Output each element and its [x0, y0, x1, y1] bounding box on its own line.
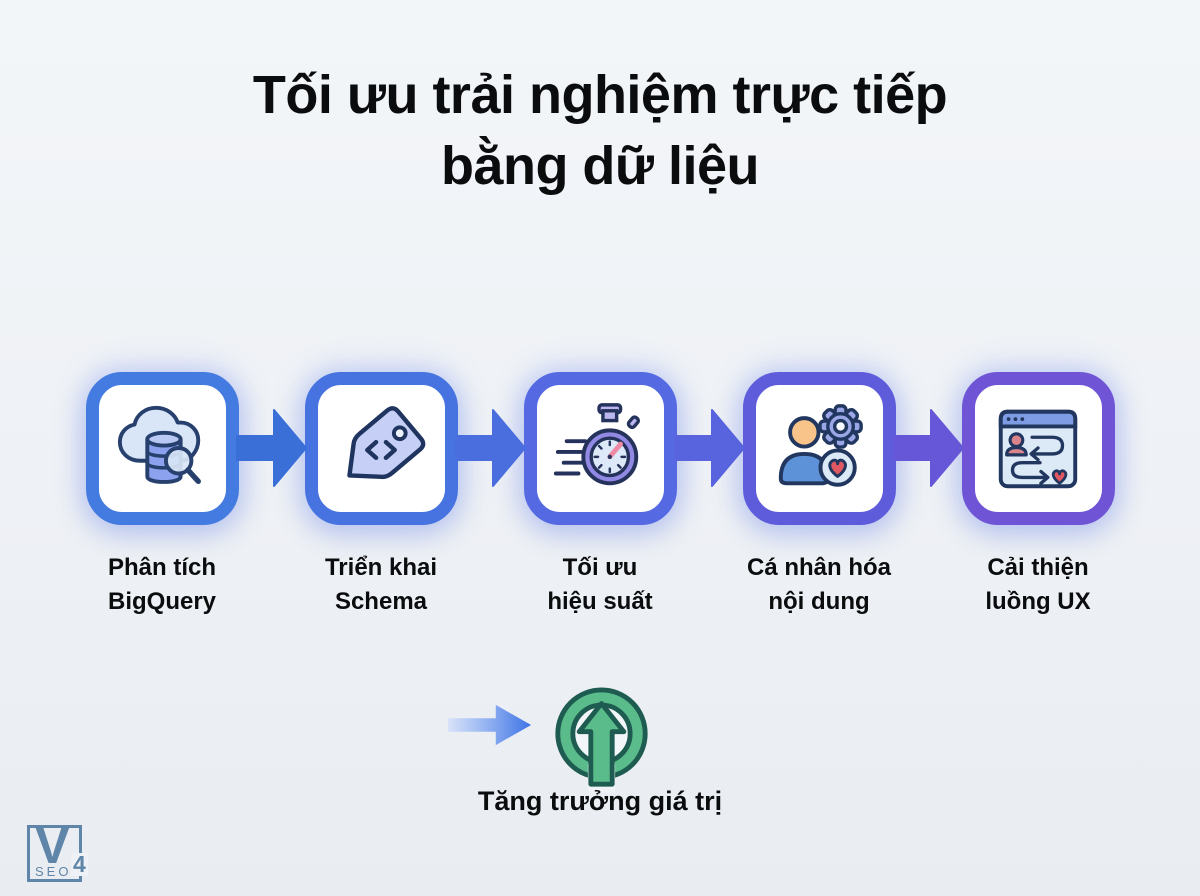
cloud-database-search-icon — [117, 405, 201, 484]
process-flow: Phân tích BigQuery Triển khai — [0, 372, 1200, 618]
step-box — [523, 372, 677, 525]
step-label-line2: luồng UX — [985, 587, 1091, 615]
v4seo-logo: V 4 SEO — [27, 817, 97, 887]
page-title: Tối ưu trải nghiệm trực tiếp bằng dữ liệ… — [0, 60, 1200, 203]
step-label: Phân tích BigQuery — [108, 551, 216, 618]
browser-flow-heart-icon — [998, 409, 1078, 488]
flow-arrow-icon — [673, 409, 745, 487]
code-tag-icon — [347, 405, 426, 479]
speed-stopwatch-icon — [553, 402, 640, 485]
step-label-line1: Cá nhân hóa — [746, 554, 891, 581]
step-box — [742, 372, 896, 525]
step-schema-deploy: Triển khai Schema — [304, 372, 458, 618]
step-performance-optimize: Tối ưu hiệu suất — [523, 372, 677, 618]
page-title-line1: Tối ưu trải nghiệm trực tiếp — [252, 65, 948, 125]
step-content-personalize: Cá nhân hóa nội dung — [742, 372, 896, 618]
logo-number: 4 — [71, 851, 88, 877]
step-box — [304, 372, 458, 525]
flow-arrow-icon — [454, 409, 526, 487]
flow-arrow-icon — [235, 409, 307, 487]
step-label-line2: nội dung — [768, 587, 870, 615]
step-label: Cá nhân hóa nội dung — [747, 551, 891, 618]
step-label: Tối ưu hiệu suất — [547, 551, 652, 618]
step-box — [961, 372, 1115, 525]
growth-arrow-circle-icon — [555, 687, 648, 793]
step-label-line1: Triển khai — [324, 554, 438, 581]
step-label: Cải thiện luồng UX — [985, 551, 1090, 618]
step-box — [85, 372, 239, 525]
logo-letter: V — [35, 817, 70, 875]
step-label-line2: BigQuery — [107, 587, 217, 615]
step-label-line2: hiệu suất — [547, 587, 653, 615]
step-label: Triển khai Schema — [325, 551, 437, 618]
user-gear-heart-icon — [778, 403, 863, 487]
right-arrow-icon — [448, 704, 532, 746]
step-ux-flow-improve: Cải thiện luồng UX — [961, 372, 1115, 618]
step-label-line1: Tối ưu — [562, 554, 638, 581]
step-label-line1: Phân tích — [107, 554, 216, 581]
logo-text: SEO — [35, 864, 72, 879]
step-label-line1: Cải thiện — [987, 554, 1089, 581]
step-bigquery-analysis: Phân tích BigQuery — [85, 372, 239, 618]
step-label-line2: Schema — [334, 587, 428, 615]
flow-arrow-icon — [892, 409, 964, 487]
page-title-line2: bằng dữ liệu — [440, 136, 760, 197]
growth-label: Tăng trưởng giá trị — [477, 786, 723, 816]
